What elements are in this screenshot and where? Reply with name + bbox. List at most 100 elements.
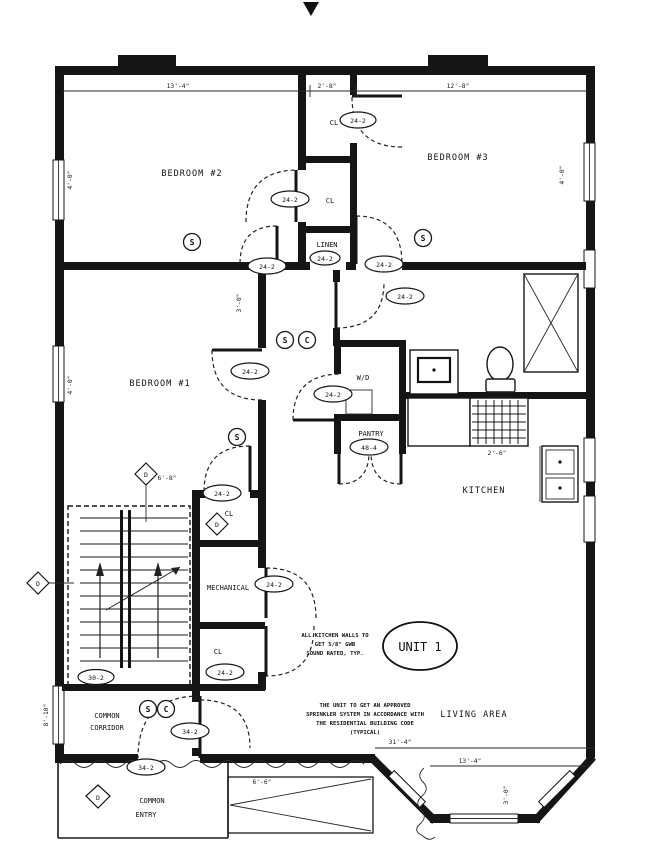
door-tag: 34-2 bbox=[138, 764, 154, 772]
sink-drain bbox=[432, 368, 436, 372]
door-swing bbox=[338, 451, 370, 485]
toilet-bowl bbox=[486, 346, 514, 382]
wall bbox=[334, 340, 406, 347]
room-label-bedroom3: BEDROOM #3 bbox=[427, 153, 488, 163]
door-swing bbox=[265, 625, 315, 677]
stoop-direction-line bbox=[229, 804, 372, 832]
wall bbox=[192, 688, 200, 702]
toilet-tank bbox=[485, 378, 516, 393]
detector-symbols: S S S S C S C bbox=[138, 228, 433, 719]
door-swing bbox=[335, 281, 385, 329]
door-swing bbox=[370, 451, 402, 485]
smoke-detector-symbol: S bbox=[235, 433, 240, 442]
unit-label: UNIT 1 bbox=[398, 640, 441, 654]
room-label-pantry: PANTRY bbox=[358, 430, 384, 438]
wall bbox=[62, 684, 265, 691]
note-text: THE RESIDENTIAL BUILDING CODE bbox=[316, 721, 414, 727]
door-tag: 24-2 bbox=[397, 293, 413, 301]
window bbox=[583, 495, 596, 543]
dimension-label: 6'-8" bbox=[158, 475, 177, 482]
wall bbox=[200, 754, 375, 763]
label-washer-dryer: W/D bbox=[357, 374, 370, 382]
wall bbox=[258, 270, 266, 348]
sink-drain bbox=[558, 460, 562, 464]
wall bbox=[406, 392, 586, 399]
dimension-label: 31'-4" bbox=[389, 739, 412, 746]
label-closet: CL bbox=[330, 119, 338, 127]
door-swing bbox=[239, 225, 278, 265]
wall bbox=[346, 262, 356, 270]
door-tags: 24-2 24-2 24-2 24-2 24-2 24-2 24-2 24-2 … bbox=[77, 111, 425, 776]
dimension-label: 4'-0" bbox=[559, 166, 566, 185]
stair-stringer bbox=[120, 510, 123, 668]
stair-stringer bbox=[128, 510, 131, 668]
stove-burner-grid bbox=[472, 400, 526, 444]
unit-label-bubble bbox=[382, 621, 458, 671]
wall bbox=[399, 340, 406, 421]
sink-basin bbox=[545, 477, 575, 500]
door-tag: 48-4 bbox=[361, 444, 377, 452]
door-tag: 24-2 bbox=[350, 117, 366, 125]
room-label-bedroom1: BEDROOM #1 bbox=[129, 379, 190, 389]
stair-break-arrowhead bbox=[171, 567, 180, 575]
door-tag: 24-2 bbox=[242, 368, 258, 376]
smoke-detector-symbol: S bbox=[190, 238, 195, 247]
wall bbox=[258, 400, 266, 493]
note-text: SPRINKLER SYSTEM IN ACCORDANCE WITH bbox=[306, 712, 424, 718]
note-text: GET 5/8" GWB bbox=[315, 642, 356, 648]
wall bbox=[55, 66, 64, 763]
door-tag: 24-2 bbox=[282, 196, 298, 204]
diamond-tag: D bbox=[144, 471, 148, 479]
wall bbox=[334, 418, 341, 454]
door-tag: 30-2 bbox=[88, 674, 104, 682]
dimension-label: 3'-0" bbox=[503, 786, 510, 805]
door-swing bbox=[351, 96, 403, 148]
dimension-label: 2'-8" bbox=[318, 83, 337, 90]
washer-dryer-unit bbox=[345, 389, 373, 415]
stoop-direction-line bbox=[229, 778, 372, 806]
wall bbox=[298, 72, 306, 170]
stair-break-line bbox=[105, 566, 181, 611]
room-label-common-entry: COMMON bbox=[139, 797, 164, 805]
room-label-mechanical: MECHANICAL bbox=[207, 584, 249, 592]
revision-cloud-line bbox=[416, 767, 436, 840]
wall bbox=[350, 72, 357, 95]
door-tag: 24-2 bbox=[376, 261, 392, 269]
label-closet: CL bbox=[225, 510, 233, 518]
dimension-label: 12'-8" bbox=[447, 83, 470, 90]
wall bbox=[298, 222, 306, 270]
label-closet: CL bbox=[214, 648, 222, 656]
smoke-detector-symbol: S bbox=[421, 234, 426, 243]
door-tag: 24-2 bbox=[217, 669, 233, 677]
window bbox=[583, 437, 596, 483]
note-text: THE UNIT TO GET AN APPROVED bbox=[320, 703, 412, 709]
carbon-detector-symbol: C bbox=[305, 336, 310, 345]
note-text: ALL KITCHEN WALLS TO bbox=[301, 633, 369, 639]
wall-header bbox=[428, 55, 488, 66]
room-label-living-area: LIVING AREA bbox=[440, 710, 507, 720]
dimension-label: 13'-4" bbox=[459, 758, 482, 765]
room-label-bedroom2: BEDROOM #2 bbox=[161, 169, 222, 179]
sink-basin bbox=[545, 449, 575, 475]
stair-up-arrowhead bbox=[96, 562, 104, 576]
wall bbox=[402, 262, 586, 270]
wall bbox=[195, 622, 265, 629]
wall bbox=[586, 66, 595, 758]
diamond-tag: D bbox=[215, 521, 219, 529]
room-label-common-corridor: CORRIDOR bbox=[90, 724, 125, 732]
wall bbox=[55, 66, 595, 75]
door-tag: 34-2 bbox=[182, 728, 198, 736]
stair-up-arrowhead bbox=[154, 562, 162, 576]
wall bbox=[62, 262, 310, 270]
note-text: SOUND RATED, TYP. bbox=[306, 651, 363, 657]
dimension-label: 3'-0" bbox=[236, 294, 243, 313]
door-tag: 24-2 bbox=[266, 581, 282, 589]
door-swing bbox=[199, 699, 251, 749]
door-swing bbox=[292, 373, 342, 421]
grade-squiggle-line bbox=[59, 760, 365, 768]
dimension-label: 2'-6" bbox=[488, 450, 507, 457]
smoke-detector-symbol: S bbox=[283, 336, 288, 345]
diamond-tag: D bbox=[96, 794, 100, 802]
